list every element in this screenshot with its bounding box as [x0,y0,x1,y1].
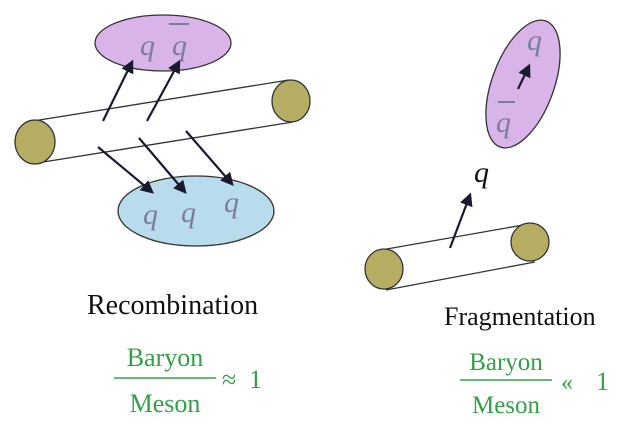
ratio-value: 1 [596,367,609,396]
recombination-meson-ellipse [94,14,232,72]
fragmentation-meson-antiquark: q [496,106,511,139]
recombination-ratio: Baryon Meson ≈ 1 [114,343,262,418]
arrow-to-baryon [138,137,187,195]
ratio-relation: ≈ [222,365,236,394]
arrow-to-baryon [185,130,234,186]
baryon-quark-2: q [181,196,196,229]
ratio-denominator: Meson [130,389,201,418]
tube-end-cap [510,222,550,262]
recombination-tube [14,79,311,165]
fragmentation-label: Fragmentation [444,302,596,331]
fragmentation-emitted-quark: q [474,156,489,189]
arrow-emitted-quark [448,192,473,249]
tube-end-cap [364,248,404,290]
arrow-to-meson [102,59,134,122]
ratio-numerator: Baryon [127,343,204,372]
arrow-inside-meson [517,63,531,90]
tube-end-cap [271,79,311,123]
fragmentation-meson-quark: q [527,24,542,57]
fragmentation-ratio: Baryon Meson « 1 [460,349,609,419]
recombination-meson-quark: q [140,29,155,62]
fragmentation-meson-ellipse [485,19,561,149]
arrow-to-baryon [97,146,155,194]
recombination-label: Recombination [87,290,258,321]
ratio-value: 1 [249,365,262,394]
ratio-relation: « [561,370,573,396]
ratio-denominator: Meson [472,392,541,419]
arrow-to-meson [146,59,181,122]
tube-end-cap [14,119,56,165]
ratio-numerator: Baryon [469,349,543,376]
baryon-quark-1: q [143,198,158,231]
recombination-meson-antiquark: q [172,29,187,62]
recombination-baryon-ellipse [117,175,275,247]
baryon-quark-3: q [224,186,239,219]
fragmentation-tube [364,222,550,291]
